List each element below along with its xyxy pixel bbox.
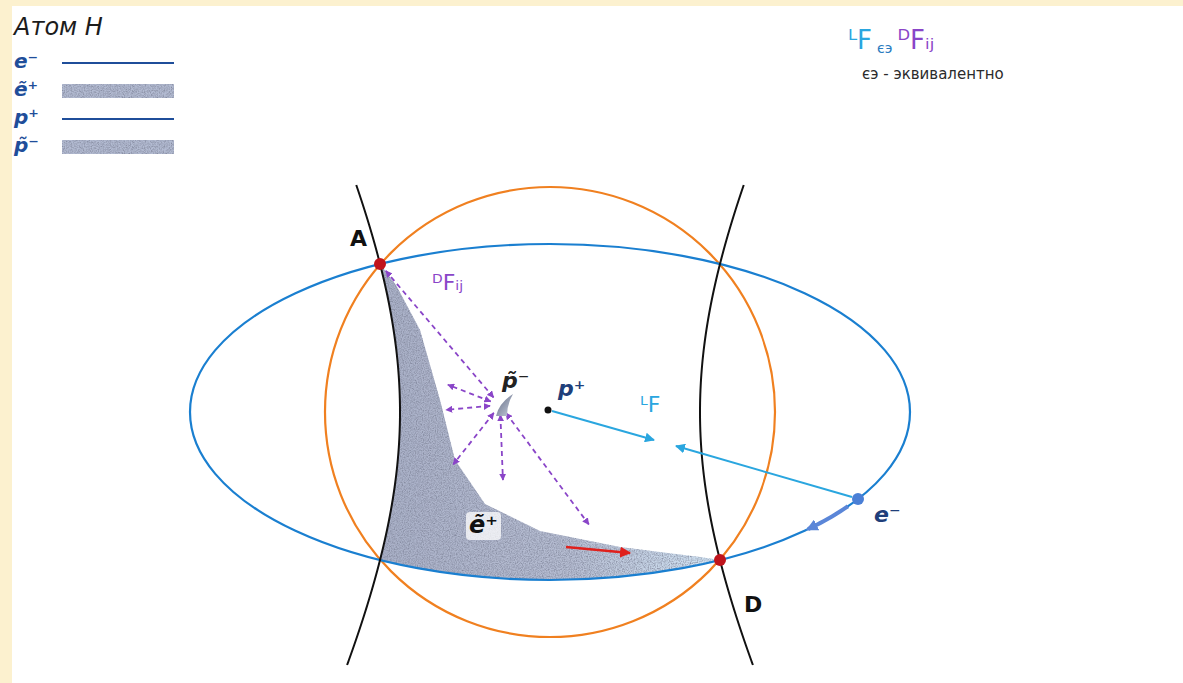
orange-circle <box>325 187 775 637</box>
legend-row: p̃⁻ <box>14 134 194 160</box>
particle-label: p⁺ <box>558 376 585 401</box>
force-arrow <box>453 413 494 465</box>
point-label: A <box>350 226 367 251</box>
legend-row: ẽ⁺ <box>14 78 194 104</box>
swatch-bar <box>62 84 174 98</box>
legend-swatch <box>62 54 174 72</box>
motion-arrow <box>808 506 848 529</box>
coulomb-arrow <box>676 446 852 497</box>
coulomb-arrow <box>552 411 654 440</box>
orbit-ellipse <box>190 244 910 580</box>
diagram-title: Атом H <box>14 14 103 42</box>
particle-label: p̃⁻ <box>502 368 529 393</box>
legend-swatch <box>62 138 174 156</box>
particle-label: e⁻ <box>874 502 901 527</box>
force-symbol: ᴰFᵢⱼ <box>897 26 934 56</box>
proton-dot <box>545 407 552 414</box>
force-arrow <box>448 385 491 402</box>
point-dot <box>714 554 726 566</box>
force-arrow <box>506 413 589 524</box>
swatch-bar <box>62 140 174 154</box>
swatch-line <box>62 62 174 64</box>
legend-text: ẽ⁺ <box>14 78 38 101</box>
electron-dot <box>852 493 864 505</box>
positron-cloud <box>380 264 720 580</box>
antiproton-smudge <box>496 394 513 416</box>
swatch-line <box>62 118 174 120</box>
force-arrow <box>386 271 494 398</box>
force-arrow <box>500 415 503 480</box>
hyperbola-branch <box>347 185 400 665</box>
drift-arrow <box>566 547 630 553</box>
point-dot <box>374 258 386 270</box>
legend-text: p̃⁻ <box>14 134 39 157</box>
legend-swatch <box>62 110 174 128</box>
legend-row: e⁻ <box>14 50 194 76</box>
particle-label: ẽ⁺ <box>466 512 501 540</box>
legend-text: p⁺ <box>14 106 39 129</box>
equivalence-sign: єэ <box>877 40 892 56</box>
force-symbol: ᴸF <box>848 26 872 56</box>
force-label: ᴰFᵢⱼ <box>432 270 463 295</box>
force-label: ᴸF <box>640 392 660 417</box>
point-label: D <box>744 592 762 617</box>
force-arrow <box>446 406 490 410</box>
note-text: єэ - эквивалентно <box>862 66 1004 83</box>
legend-row: p⁺ <box>14 106 194 132</box>
page-panel <box>12 6 1183 683</box>
legend-swatch <box>62 82 174 100</box>
legend-text: e⁻ <box>14 50 38 73</box>
